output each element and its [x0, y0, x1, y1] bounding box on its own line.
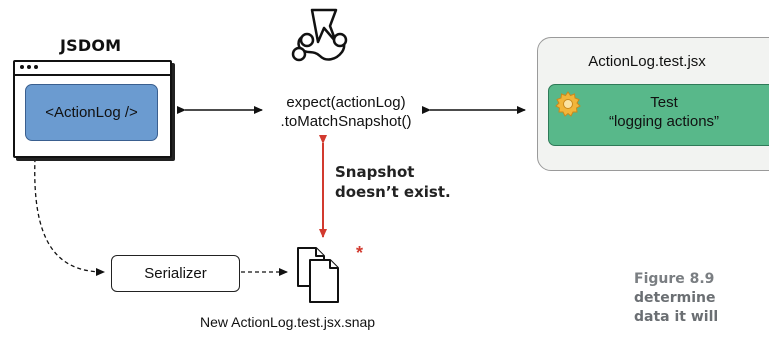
jsdom-browser-window: <ActionLog />	[13, 60, 172, 158]
test-case-box: Test “logging actions”	[548, 84, 769, 146]
caption-line-2: determine	[634, 290, 716, 306]
window-dot-icon	[27, 65, 31, 69]
test-label: Test	[650, 94, 678, 111]
serializer-box: Serializer	[111, 255, 240, 292]
test-name: “logging actions”	[608, 113, 720, 130]
actionlog-component: <ActionLog />	[25, 84, 158, 141]
note-line-1: Snapshot	[335, 163, 415, 181]
gear-icon	[555, 91, 581, 117]
jest-logo-icon	[291, 8, 348, 62]
window-dot-icon	[20, 65, 24, 69]
figure-caption: Figure 8.9 determine data it will	[634, 270, 718, 327]
assertion-line-1: expect(actionLog)	[286, 94, 406, 111]
note-line-2: doesn’t exist.	[335, 183, 451, 201]
snapshot-files-icon	[297, 247, 339, 303]
snapshot-assertion: expect(actionLog) .toMatchSnapshot()	[266, 93, 426, 131]
jsdom-serializer-dashed-arrow	[34, 157, 105, 276]
snapshot-filename: New ActionLog.test.jsx.snap	[200, 314, 376, 330]
caption-line-3: data it will	[634, 309, 719, 325]
window-dot-icon	[34, 65, 38, 69]
caption-line-1: Figure 8.9	[634, 271, 715, 287]
new-snapshot-marker: *	[356, 243, 364, 263]
jsdom-title: JSDOM	[60, 36, 122, 55]
browser-title-bar	[15, 62, 170, 76]
test-file-panel: ActionLog.test.jsx Test “logging actions…	[537, 37, 769, 171]
snapshot-missing-note: Snapshot doesn’t exist.	[335, 162, 451, 202]
test-file-title: ActionLog.test.jsx	[588, 53, 706, 70]
assertion-line-2: .toMatchSnapshot()	[280, 113, 412, 130]
